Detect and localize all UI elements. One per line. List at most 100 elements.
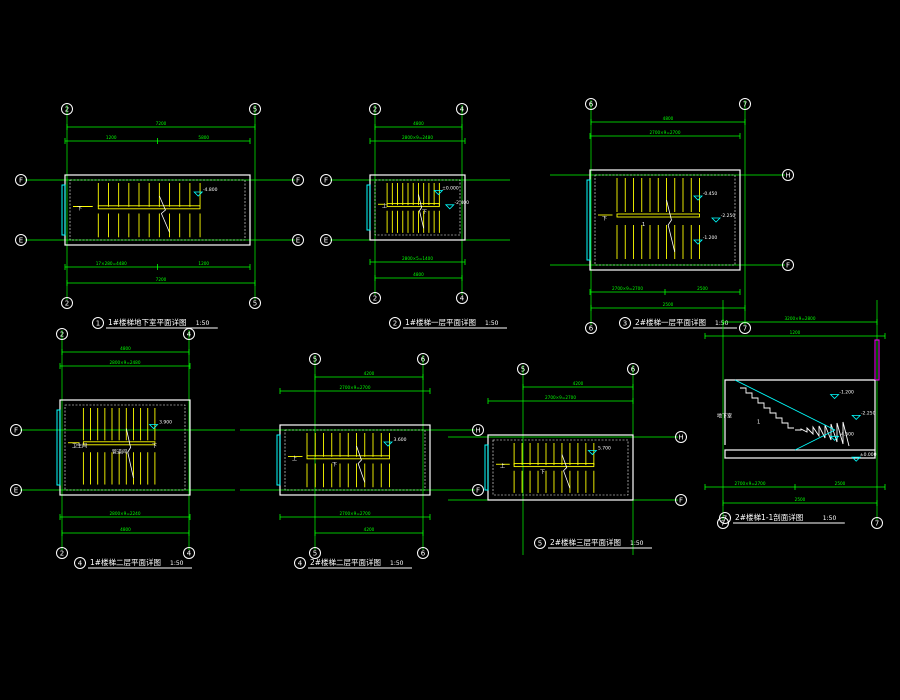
drawing-title: 1#楼梯地下室平面详图: [108, 317, 187, 327]
dim-top-detail-text: 1200: [790, 330, 801, 335]
axis-bubble-left: [320, 234, 332, 246]
drawing-scale: 1:50: [823, 515, 837, 522]
axis-bubble-right-label: F: [786, 262, 790, 270]
axis-bubble-left-label: F: [324, 177, 328, 185]
level-text: 3.600: [394, 437, 407, 443]
level-marker: [433, 190, 444, 196]
axis-bubble-top-label: 5: [253, 106, 257, 114]
level-text: -1.200: [839, 390, 854, 396]
break-line: [418, 194, 425, 229]
note-text: 管道间: [112, 449, 127, 456]
drawing-number-bubble: [534, 537, 546, 549]
level-marker: [851, 414, 862, 420]
handrail: [97, 205, 201, 210]
dim-top-total-text: 3200×9=2800: [785, 316, 816, 321]
level-marker: [829, 394, 840, 400]
handrail: [386, 203, 440, 208]
dim-bottom-detail-text: 2500: [835, 481, 846, 486]
dim-top-detail-text: 2800×9=2480: [402, 135, 433, 140]
dim-top-total-text: 4200: [573, 381, 584, 386]
plan-wall-inner: [492, 439, 629, 496]
axis-bubble-right: [782, 169, 794, 181]
axis-bubble-top: [739, 98, 751, 110]
axis-bubble-bottom: [717, 517, 729, 529]
drawing-number-bubble: [389, 317, 401, 329]
axis-bubble-top: [627, 363, 639, 375]
drawing-number-bubble-label: 2: [393, 320, 397, 328]
axis-bubble-top: [61, 103, 73, 115]
window: [61, 184, 66, 236]
drawing-number-bubble-label: 3: [623, 320, 627, 328]
axis-bubble-top-label: 6: [421, 356, 426, 364]
dim-bottom-total-text: 2500: [795, 497, 806, 502]
dim-top-detail-text: 2700×9=2700: [650, 130, 681, 135]
drawing-number-bubble: [619, 317, 631, 329]
drawing-number-bubble: [294, 557, 306, 569]
axis-bubble-bottom-label: 2: [373, 295, 377, 303]
axis-bubble-top-label: 4: [187, 331, 192, 339]
dim-bottom-total-text: 7200: [156, 277, 167, 282]
axis-bubble-top-label: 6: [631, 366, 636, 374]
axis-bubble-bottom: [183, 547, 195, 559]
window: [276, 434, 281, 486]
dim-bottom-total-text: 2500: [663, 302, 674, 307]
axis-bubble-top-label: 2: [60, 331, 64, 339]
level-text: -4.800: [203, 187, 218, 193]
axis-bubble-top-label: 5: [313, 356, 317, 364]
drawing-scale: 1:50: [196, 320, 210, 327]
drawing-title: 1#楼梯二层平面详图: [90, 557, 161, 567]
break-line: [158, 195, 170, 233]
axis-bubble-bottom: [369, 292, 381, 304]
handrail: [306, 455, 390, 460]
axis-bubble-top: [417, 353, 429, 365]
axis-bubble-bottom-label: 5: [253, 300, 257, 308]
axis-bubble-right-label: F: [296, 177, 300, 185]
level-text: -4.500: [839, 431, 854, 437]
handrail: [82, 441, 156, 446]
drawing-title: 2#楼梯一层平面详图: [635, 317, 706, 327]
axis-bubble-left: [15, 174, 27, 186]
note-text: 下: [540, 470, 545, 476]
plan-wall-inner: [374, 179, 461, 236]
level-text: ±0.000: [860, 452, 877, 458]
note-text: 1: [757, 420, 760, 426]
axis-bubble-right: [782, 259, 794, 271]
dim-bottom-total-text: 4200: [364, 527, 375, 532]
drawing-number-bubble-label: 1: [96, 320, 100, 328]
axis-bubble-top: [249, 103, 261, 115]
drawing-title: 1#楼梯一层平面详图: [405, 317, 476, 327]
axis-bubble-right: [675, 494, 687, 506]
dim-bottom-detail-text: 1200: [198, 261, 209, 266]
axis-bubble-bottom-label: 6: [589, 325, 594, 333]
axis-bubble-top: [585, 98, 597, 110]
axis-bubble-bottom: [585, 322, 597, 334]
axis-bubble-right: [472, 484, 484, 496]
note-text: 下: [332, 462, 337, 468]
axis-bubble-top-label: 2: [373, 106, 377, 114]
axis-bubble-bottom: [739, 322, 751, 334]
plan-wall-inner: [69, 179, 246, 241]
level-marker: [851, 456, 862, 462]
stair-flight-upper: [740, 387, 794, 429]
axis-bubble-right: [292, 234, 304, 246]
dim-bottom-detail-text: 2700×9=2700: [612, 286, 643, 291]
axis-bubble-bottom-label: 4: [460, 295, 465, 303]
section-guide: [794, 429, 836, 451]
dim-bottom-detail-text: 17×280=4480: [96, 261, 127, 266]
handrail: [616, 213, 700, 218]
axis-bubble-left: [15, 234, 27, 246]
dim-top-detail-text: 1200: [106, 135, 117, 140]
window: [366, 184, 371, 231]
section-slab: [724, 449, 876, 459]
dim-bottom-detail-text: 2700×9=2700: [340, 511, 371, 516]
dim-top-total-text: 4800: [413, 121, 424, 126]
drawing-number-bubble-label: 7: [723, 515, 727, 523]
stair-flight-lower: [795, 421, 850, 447]
axis-bubble-bottom-label: 5: [313, 550, 317, 558]
